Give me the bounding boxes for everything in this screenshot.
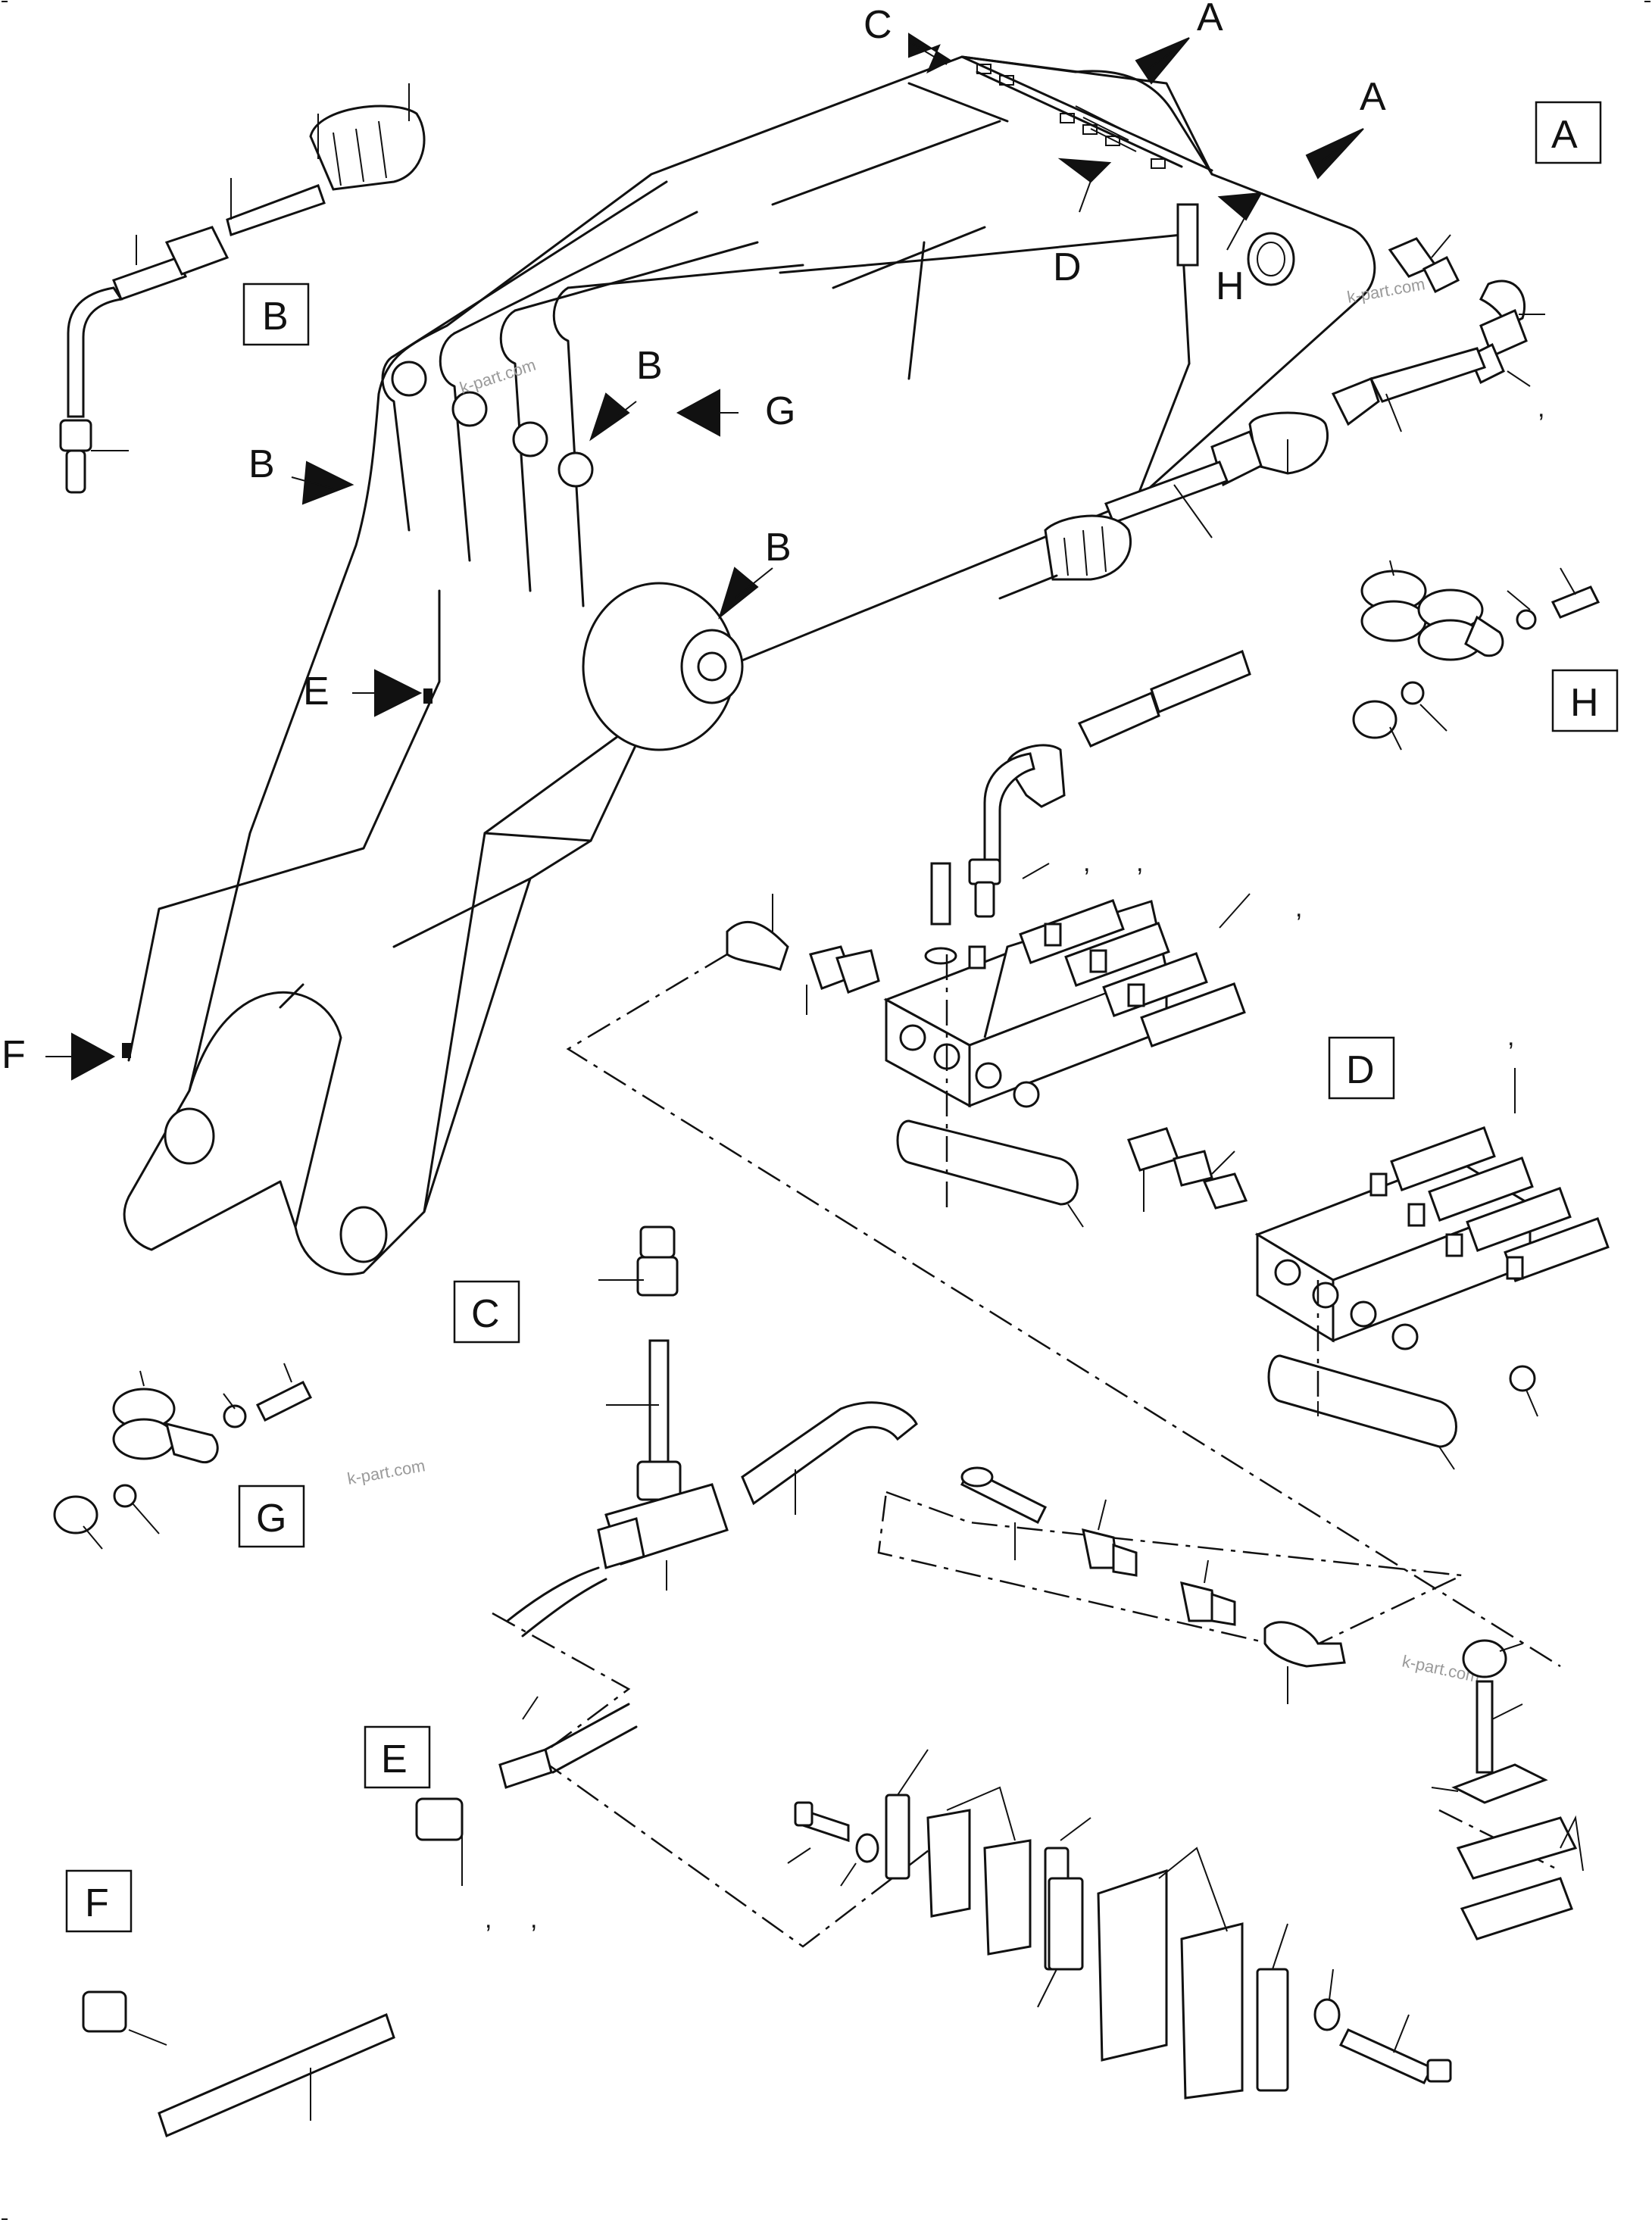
detail-d-manifold-lower (1254, 1068, 1610, 1470)
svg-text:G: G (256, 1497, 286, 1541)
svg-text:D: D (1346, 1048, 1375, 1092)
watermark: k-part.com (458, 355, 539, 398)
middle-right-fittings: k-part.com (960, 1466, 1482, 1704)
detail-a-fittings: , (998, 234, 1545, 600)
arrow-icon (1135, 37, 1190, 85)
label-box-c: C (453, 1280, 520, 1344)
top-lube-points (976, 64, 1166, 169)
detail-c-tee (506, 1225, 918, 1637)
arrow-label-a: A (1197, 0, 1223, 39)
label-box-f: F (65, 1869, 133, 1933)
label-box-b: B (242, 283, 310, 346)
svg-text:C: C (471, 1292, 500, 1336)
arrow-icon (291, 460, 354, 505)
boom-arm: k-part.com k-part.com (122, 55, 1427, 1275)
separator: , (1136, 848, 1143, 877)
arrow-icon (1217, 192, 1263, 251)
separator: , (1295, 894, 1302, 923)
callout-arrows: C A A D H B B G B E F (2, 0, 1386, 1081)
arrow-label-f: F (2, 1033, 26, 1077)
separator: , (530, 1905, 537, 1934)
arrow-label-g: G (765, 389, 795, 433)
arrow-label-b-lower: B (765, 526, 792, 570)
svg-text:F: F (85, 1881, 109, 1925)
detail-b-fittings (59, 83, 426, 494)
bottom-clamp-assembly (787, 1749, 1452, 2100)
arrow-label-c: C (863, 3, 892, 47)
arrow-icon (589, 392, 637, 442)
svg-text:E: E (381, 1737, 408, 1781)
watermark: k-part.com (346, 1456, 427, 1488)
arrow-icon (908, 33, 953, 74)
right-stud-stack (1431, 1639, 1584, 1940)
arrow-icon (718, 567, 773, 620)
separator: , (1507, 1022, 1514, 1051)
separator: , (1083, 848, 1090, 877)
arrow-icon (676, 389, 739, 437)
arrow-label-h: H (1216, 264, 1244, 308)
label-box-d: D (1328, 1036, 1395, 1100)
separator: , (485, 1905, 492, 1934)
arrow-icon (1057, 158, 1112, 213)
arrow-icon (45, 1032, 116, 1081)
detail-h-clamp (1352, 560, 1600, 751)
label-box-h: H (1551, 669, 1619, 732)
detail-d-manifold-upper: , , , , (726, 649, 1514, 1228)
label-box-e: E (364, 1725, 431, 1789)
arrow-label-e: E (303, 670, 329, 713)
label-box-a: A (1535, 101, 1602, 164)
svg-text:H: H (1570, 681, 1599, 725)
svg-text:A: A (1551, 113, 1578, 157)
detail-e-f-pipe: , , (82, 1696, 638, 2138)
arrow-label-b-mid: B (636, 344, 663, 388)
label-box-g: G (238, 1485, 305, 1548)
svg-text:B: B (262, 295, 289, 339)
arrow-label-d: D (1053, 245, 1082, 289)
arrow-label-b: B (248, 442, 275, 486)
arrow-icon (352, 669, 423, 717)
arrow-label-a-right: A (1360, 75, 1386, 119)
separator: , (1538, 394, 1544, 423)
watermark: k-part.com (1346, 274, 1427, 307)
arrow-icon (1305, 128, 1364, 180)
